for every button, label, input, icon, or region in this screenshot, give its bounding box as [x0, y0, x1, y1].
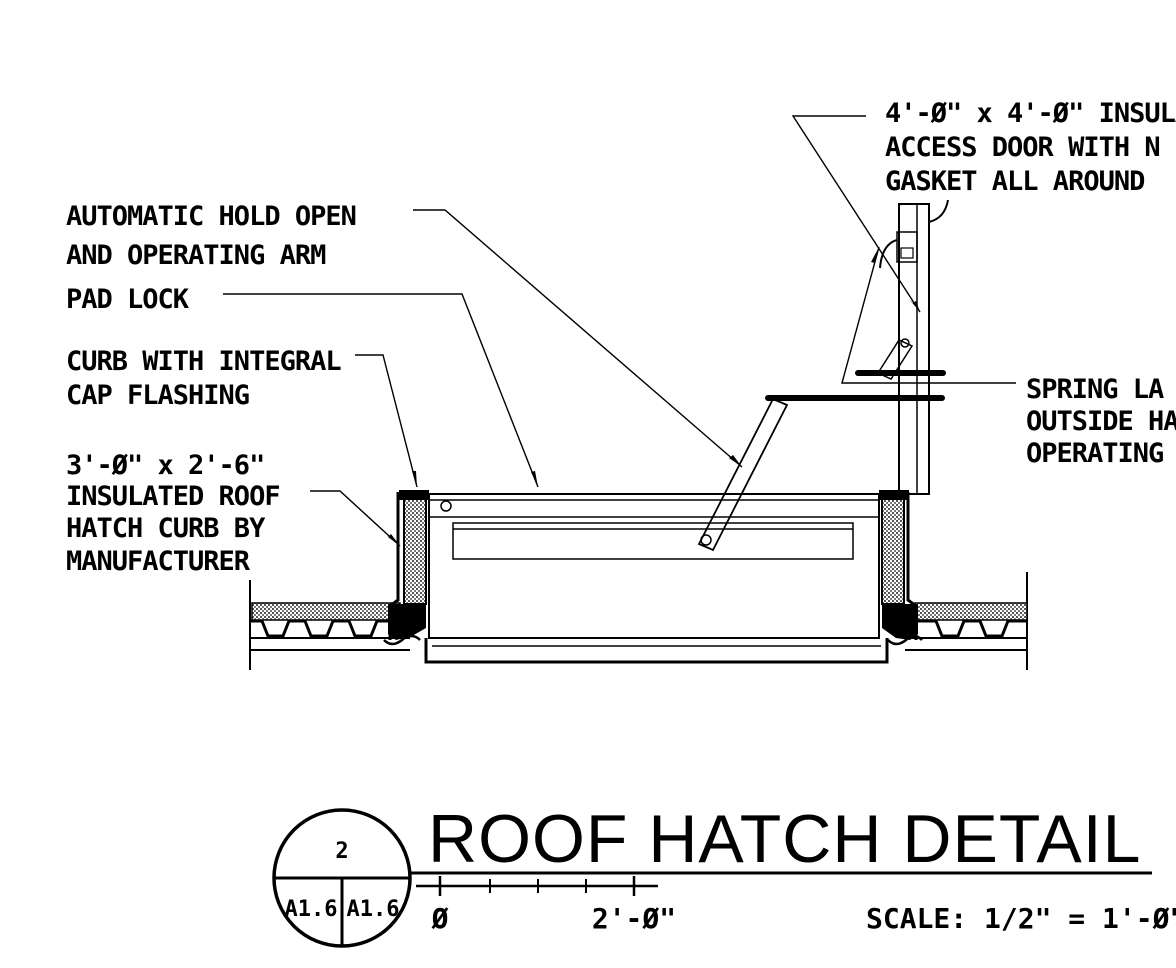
trim-pan	[424, 638, 889, 664]
cap-flashing-right	[879, 490, 909, 500]
leader-access-door	[791, 115, 921, 313]
leader-spring-latch	[841, 246, 1016, 384]
scale-text: SCALE: 1/2" = 1'-Ø"	[866, 902, 1176, 935]
scale-label-end: 2'-Ø"	[592, 902, 676, 935]
arrowhead-curb-flashing	[412, 471, 417, 487]
door-leaf	[898, 203, 930, 495]
roof-assembly	[249, 572, 1028, 670]
leader-curb-flashing	[355, 354, 418, 488]
note-access-door: 4'-Ø" x 4'-Ø" INSULAT ACCESS DOOR WITH N…	[885, 98, 1176, 197]
curb-insulation-left	[403, 491, 427, 605]
hold-open-arm	[697, 397, 789, 552]
leader-lines	[223, 115, 1016, 547]
note-access-door-line-1: 4'-Ø" x 4'-Ø" INSULAT	[885, 98, 1176, 129]
hinge-pin-icon	[440, 500, 452, 512]
latch-housing	[900, 247, 914, 259]
curb-base-left	[388, 604, 426, 640]
note-hold-open-arm: AUTOMATIC HOLD OPEN AND OPERATING ARM	[66, 201, 357, 271]
note-curb-flashing-line-1: CURB WITH INTEGRAL	[66, 346, 341, 377]
note-pad-lock: PAD LOCK	[66, 284, 191, 315]
note-roof-hatch-curb-line-4: MANUFACTURER	[66, 546, 251, 577]
sheet-reference-left: A1.6	[285, 897, 338, 922]
operating-arm	[697, 395, 945, 552]
note-spring-latch-line-3: OPERATING	[1026, 438, 1163, 469]
sealant-right	[887, 634, 923, 646]
title-block: 2 A1.6 A1.6 ROOF HATCH DETAIL Ø 2'-Ø" SC…	[272, 801, 1176, 948]
detail-title: ROOF HATCH DETAIL	[428, 801, 1141, 877]
note-curb-flashing-line-2: CAP FLASHING	[66, 380, 249, 411]
leader-roof-hatch-curb	[310, 490, 401, 547]
detail-number: 2	[335, 839, 348, 864]
spring-latch-icon	[896, 231, 918, 263]
metal-deck-left	[250, 619, 402, 638]
arm-pivot-lower	[700, 534, 712, 546]
pad-lock-channel	[452, 522, 854, 560]
note-spring-latch-line-2: OUTSIDE HA	[1026, 406, 1176, 437]
cap-flashing-left	[399, 490, 429, 500]
note-access-door-line-2: ACCESS DOOR WITH N	[885, 132, 1160, 163]
access-door-open	[855, 199, 949, 495]
note-roof-hatch-curb-line-1: 3'-Ø" x 2'-6"	[66, 450, 264, 481]
arrowhead-pad-lock	[531, 471, 538, 487]
note-hold-open-line-2: AND OPERATING ARM	[66, 240, 326, 271]
curb-base-right	[882, 604, 918, 640]
note-spring-latch: SPRING LA OUTSIDE HA OPERATING	[1026, 374, 1176, 469]
metal-deck-right	[910, 619, 1027, 638]
inside-handle-icon	[879, 239, 898, 269]
note-pad-lock-line-1: PAD LOCK	[66, 284, 190, 315]
note-access-door-line-3: GASKET ALL AROUND	[885, 166, 1145, 197]
scale-label-zero: Ø	[431, 902, 449, 935]
leader-pad-lock	[223, 293, 539, 488]
leader-hold-open	[413, 209, 743, 468]
arrowhead-hold-open	[729, 455, 742, 467]
note-hold-open-line-1: AUTOMATIC HOLD OPEN	[66, 201, 356, 232]
curb-liner	[428, 493, 880, 639]
roof-insulation-right	[914, 602, 1028, 621]
roof-insulation-left	[251, 602, 401, 621]
note-roof-hatch-curb-line-3: HATCH CURB BY	[66, 513, 266, 544]
outside-handle-icon	[928, 199, 949, 223]
note-curb-flashing: CURB WITH INTEGRAL CAP FLASHING	[66, 346, 342, 411]
note-roof-hatch-curb-line-2: INSULATED ROOF	[66, 481, 280, 512]
curb-insulation-right	[881, 491, 905, 605]
sheet-reference-right: A1.6	[347, 897, 400, 922]
arrowhead-spring-latch	[871, 247, 879, 263]
note-roof-hatch-curb: 3'-Ø" x 2'-6" INSULATED ROOF HATCH CURB …	[66, 450, 281, 577]
sealant-left	[383, 634, 421, 646]
graphic-scale-bar	[416, 876, 658, 896]
door-hinge-arm	[876, 339, 914, 380]
hatch-curb	[383, 490, 923, 664]
note-spring-latch-line-1: SPRING LA	[1026, 374, 1164, 405]
door-hinge-pivot	[900, 338, 910, 348]
